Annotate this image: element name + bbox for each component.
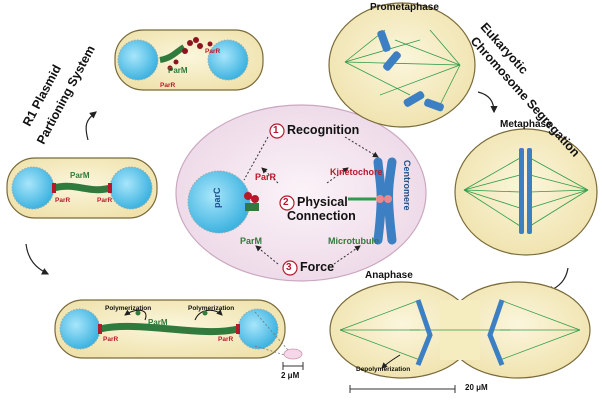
parr-bottom-left-label: ParR [103, 336, 119, 343]
kinetochore-label: Kinetochore [330, 167, 383, 177]
force-label: Force [300, 260, 335, 274]
parm-center-label: ParM [240, 236, 263, 246]
parm-mid-label: ParM [70, 171, 90, 180]
physical-label-line2: Connection [287, 209, 356, 223]
parr-top-label-b: ParR [160, 82, 176, 89]
parr-bottom-right-label: ParR [218, 336, 234, 343]
anaphase-label: Anaphase [365, 270, 413, 281]
metaphase-label: Metaphase [500, 119, 552, 130]
microtubule-label: Microtubule [328, 236, 379, 246]
cell-metaphase [454, 128, 598, 256]
parr-mid-left-label: ParR [55, 197, 71, 204]
arrow-eukaryote-a [477, 91, 498, 114]
zoom-lines [254, 311, 304, 370]
force-number: 3 [286, 262, 292, 273]
recognition-number: 1 [273, 125, 279, 136]
bacterium-middle [6, 157, 158, 219]
central-panel [175, 104, 427, 282]
physical-label-line1: Physical [297, 195, 348, 209]
prometaphase-label: Prometaphase [370, 2, 439, 13]
polymerization-left-label: Polymerization [105, 305, 152, 312]
arrow-r1-b [25, 243, 50, 275]
bacterium-bottom [54, 299, 286, 359]
scale-large-label: 20 μM [465, 383, 488, 392]
bacterium-top [114, 29, 264, 91]
scale-small-label: 2 μM [281, 371, 300, 380]
polymerization-right-label: Polymerization [188, 305, 235, 312]
parr-center-label: ParR [255, 172, 277, 182]
recognition-label: Recognition [287, 123, 360, 137]
physical-number: 2 [283, 197, 289, 208]
parm-bottom-label: ParM [148, 318, 168, 327]
arrow-r1-a [85, 111, 97, 141]
parc-label: parC [212, 187, 222, 208]
parr-top-label-a: ParR [205, 48, 221, 55]
depolymerization-label: Depolymerization [356, 366, 411, 373]
parm-top-label: ParM [168, 66, 188, 75]
parr-mid-right-label: ParR [97, 197, 113, 204]
scale-bar-large [349, 385, 456, 393]
centromere-label: Centromere [402, 160, 412, 211]
cell-prometaphase [328, 2, 476, 128]
cell-anaphase [329, 281, 591, 379]
